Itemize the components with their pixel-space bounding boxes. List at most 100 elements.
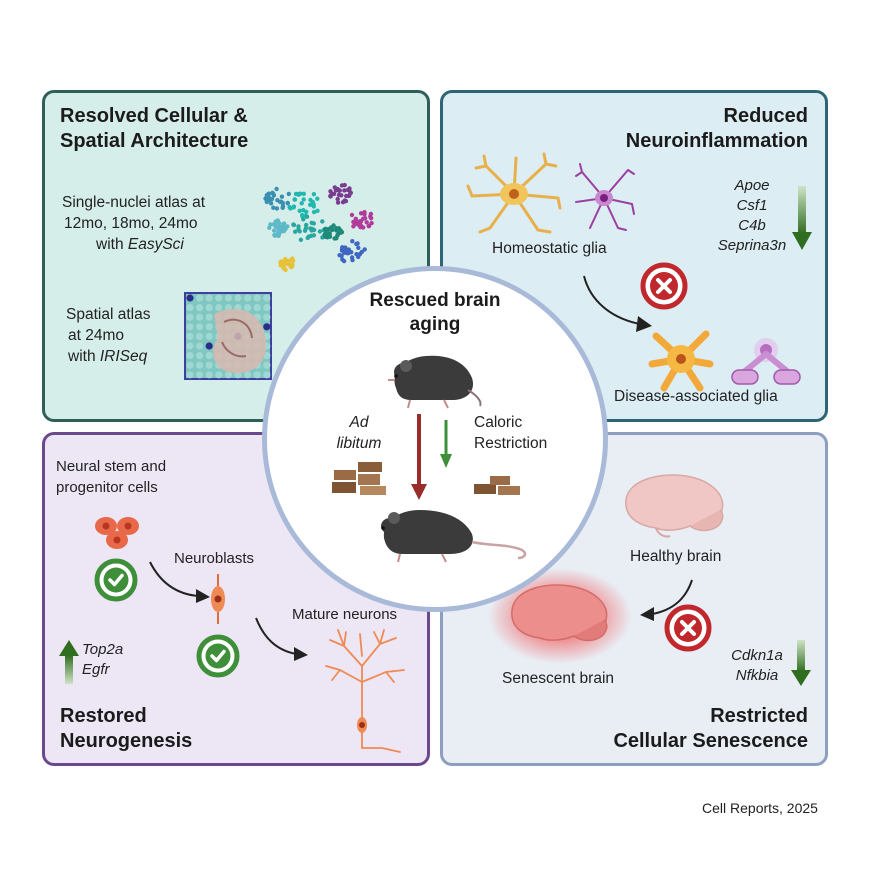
panel-title-architecture: Resolved Cellular & Spatial Architecture — [60, 104, 248, 154]
spatial-spot — [253, 371, 261, 379]
umap-point — [311, 209, 317, 215]
down-arrow-icon — [792, 186, 812, 250]
senescent-brain-icon — [488, 568, 632, 664]
spatial-spot — [196, 313, 204, 321]
neuroblast-icon — [211, 574, 225, 624]
umap-point — [274, 206, 280, 211]
umap-point — [334, 236, 339, 241]
umap-point — [304, 214, 310, 219]
gene-label: Cdkn1a — [731, 647, 783, 664]
up-arrow-icon — [59, 640, 79, 684]
umap-point — [341, 258, 347, 264]
spatial-spot — [186, 313, 194, 321]
spatial-spot — [263, 294, 271, 302]
spatial-spot — [186, 371, 194, 379]
spatial-spot — [205, 342, 213, 350]
umap-point — [339, 230, 345, 235]
method-iriseq: IRISeq — [99, 348, 148, 365]
reactive-astrocyte-icon — [648, 330, 714, 392]
umap-point — [361, 216, 366, 221]
mature-neurons-label: Mature neurons — [292, 606, 398, 623]
umap-point — [340, 245, 345, 250]
umap-point — [339, 253, 344, 258]
spatial-spot — [196, 342, 204, 350]
spatial-atlas-text: Spatial atlas at 24mo with IRISeq — [66, 304, 150, 367]
umap-point — [325, 235, 330, 240]
umap-point — [278, 263, 283, 268]
umap-point — [369, 220, 374, 226]
cross-icon — [664, 604, 712, 652]
umap-point — [301, 191, 306, 196]
umap-point — [301, 217, 306, 222]
spatial-spot — [205, 371, 213, 379]
umap-point — [269, 196, 275, 202]
spatial-spot — [205, 352, 213, 360]
umap-point — [330, 227, 335, 232]
spatial-grid-icon — [184, 292, 272, 380]
check-icon — [94, 558, 138, 602]
spatial-spot — [186, 323, 194, 331]
umap-point — [335, 232, 340, 238]
spatial-spot — [186, 332, 194, 340]
umap-point — [328, 193, 333, 199]
title-line: Rescued brain — [369, 290, 501, 311]
gene-label: Apoe — [734, 177, 770, 194]
title-line: Resolved Cellular & — [60, 105, 248, 127]
homeostatic-glia-label: Homeostatic glia — [492, 240, 607, 257]
umap-point — [304, 209, 309, 214]
umap-point — [346, 187, 352, 192]
spatial-spot — [196, 304, 204, 312]
text-line: 12mo, 18mo, 24mo — [64, 215, 198, 232]
text-line: progenitor cells — [56, 479, 158, 496]
umap-point — [286, 258, 291, 263]
umap-point — [296, 224, 301, 229]
umap-point — [292, 197, 297, 202]
spatial-spot — [196, 332, 204, 340]
umap-point — [311, 227, 317, 233]
spatial-spot — [186, 294, 194, 302]
umap-point — [293, 191, 299, 197]
spatial-spot — [205, 361, 213, 369]
method-easysci: EasySci — [127, 236, 184, 253]
spatial-spot — [196, 294, 204, 302]
spatial-spot — [253, 294, 261, 302]
spatial-spot — [215, 294, 223, 302]
umap-point — [273, 221, 278, 227]
umap-point — [346, 247, 351, 252]
umap-point — [268, 222, 273, 227]
umap-point — [339, 183, 345, 188]
umap-point — [344, 193, 349, 199]
umap-point — [309, 220, 314, 225]
umap-point — [279, 229, 285, 234]
umap-point — [340, 200, 346, 205]
gene-label: Csf1 — [736, 197, 768, 214]
title-line: Neurogenesis — [60, 730, 193, 752]
spatial-spot — [205, 323, 213, 331]
title-line: Restored — [60, 705, 147, 727]
down-arrow-icon — [791, 640, 811, 686]
umap-point — [297, 229, 302, 234]
spatial-spot — [196, 371, 204, 379]
title-line: Neuroinflammation — [625, 130, 808, 152]
umap-point — [362, 210, 367, 215]
spatial-spot — [244, 371, 252, 379]
neural-stem-label: Neural stem and progenitor cells — [56, 456, 166, 498]
umap-point — [334, 226, 339, 231]
umap-point — [281, 221, 287, 226]
spatial-spot — [196, 361, 204, 369]
center-title: Rescued brain aging — [335, 289, 535, 337]
umap-point — [281, 262, 287, 267]
umap-point — [311, 192, 317, 197]
neuron-icon — [325, 629, 405, 753]
spatial-spot — [244, 294, 252, 302]
senescence-gene-list: Cdkn1a Nfkbia — [716, 646, 798, 686]
title-line: aging — [409, 314, 461, 335]
umap-point — [315, 208, 320, 213]
food-pellet-icon — [332, 462, 386, 495]
umap-point — [366, 223, 371, 229]
spatial-spot — [263, 323, 271, 331]
center-circle — [262, 266, 608, 612]
umap-point — [298, 191, 303, 196]
mouse-icon — [388, 355, 482, 409]
umap-point — [271, 205, 276, 210]
